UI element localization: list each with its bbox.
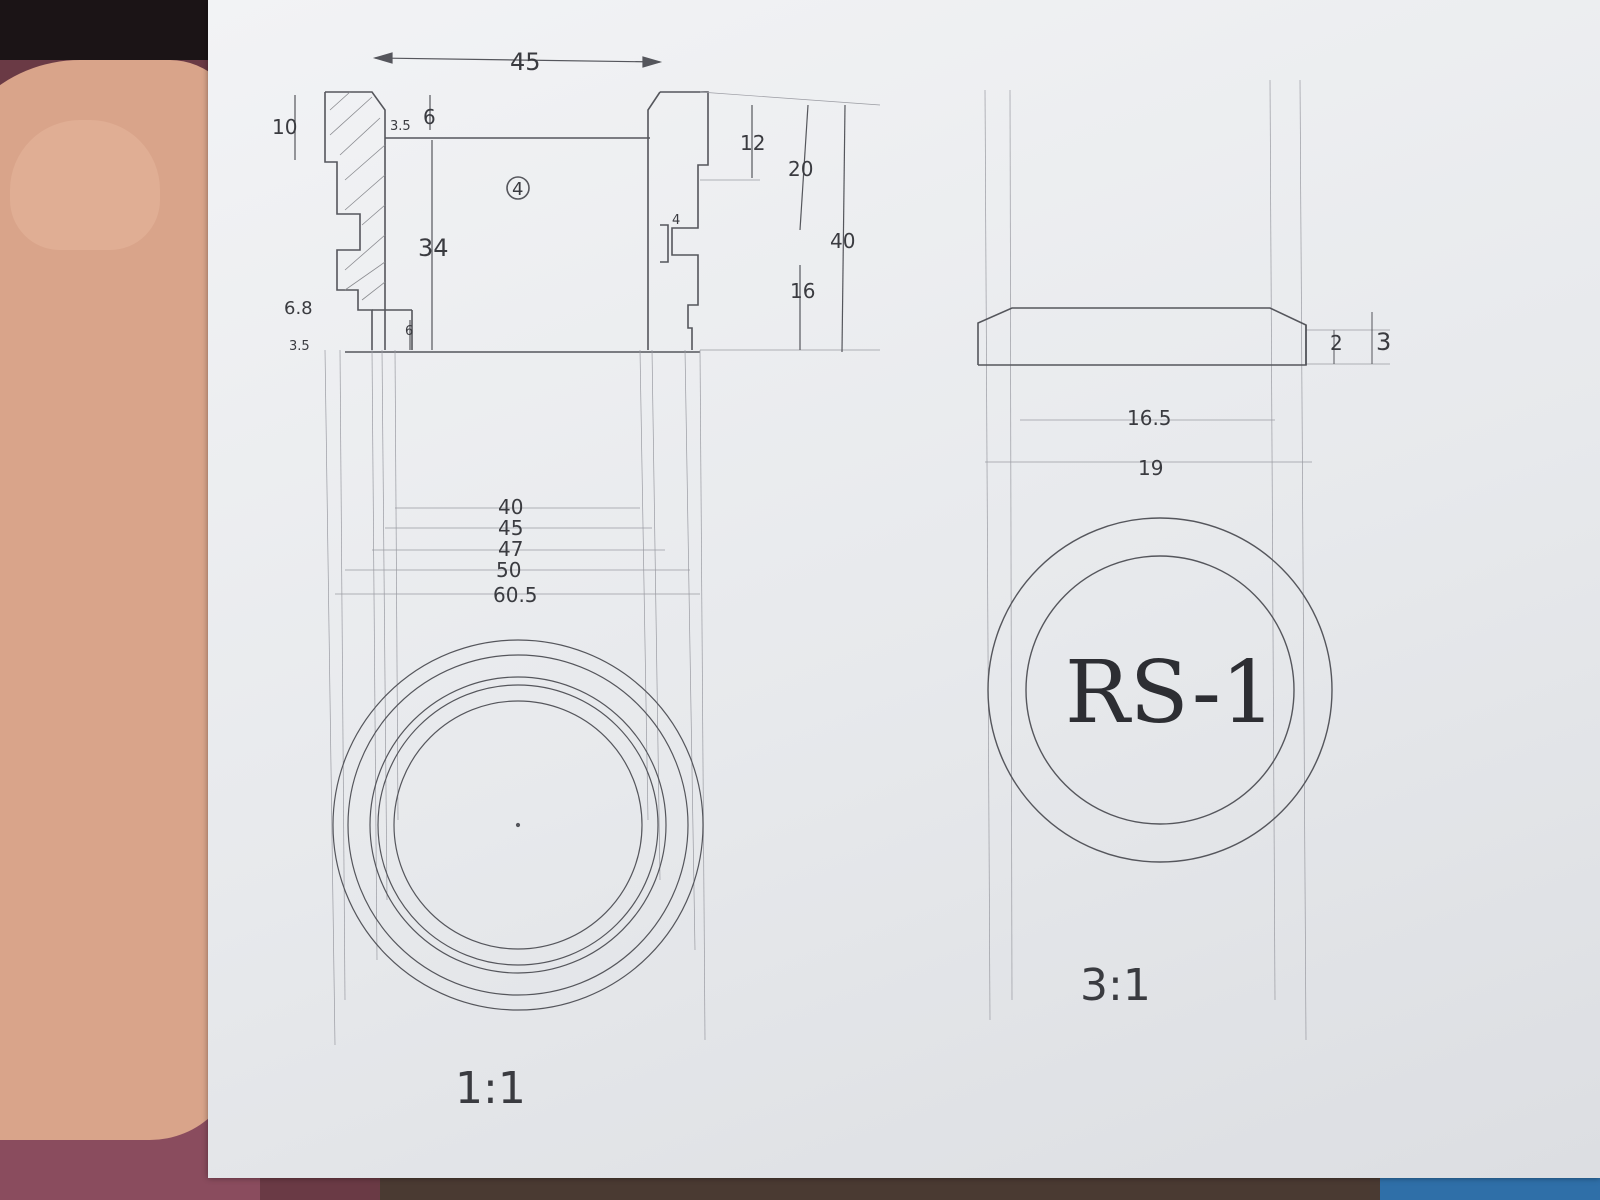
diameter-label: 40 — [498, 495, 523, 519]
dim-outer-diameter: 19 — [1138, 456, 1163, 480]
left-wall-outer — [324, 92, 373, 350]
dim-lower-step: 6.8 — [284, 298, 313, 319]
part-number: 4 — [512, 179, 523, 200]
dim-base-step: 3.5 — [289, 339, 310, 354]
technical-drawing: 45 10 3.5 6 4 34 12 20 4 40 16 6.8 3.5 6… — [272, 48, 1391, 1114]
outer-circle — [987, 517, 1333, 863]
diameter-labels: 40 45 47 50 60.5 — [493, 495, 538, 607]
engraving-text: RS-1 — [1065, 643, 1276, 743]
dim-chamfer-depth: 6 — [423, 105, 436, 129]
main-view-labels: 45 10 3.5 6 4 34 12 20 4 40 16 6.8 3.5 6 — [272, 48, 855, 354]
circle-40 — [393, 700, 643, 950]
dim-base-chamfer: 6 — [405, 324, 413, 339]
dim-total-height: 40 — [830, 229, 855, 253]
section-hatching — [329, 91, 386, 301]
right-wall-inner — [647, 91, 661, 350]
dim-groove-depth: 12 — [740, 131, 765, 155]
center-point — [515, 822, 521, 828]
diameter-label: 60.5 — [493, 583, 538, 607]
dim-inner-height: 2 — [1330, 331, 1343, 355]
detail-labels: 2 3 16.5 19 — [1127, 328, 1391, 480]
holding-hand — [0, 60, 240, 1140]
dim-outer-height: 3 — [1376, 328, 1391, 356]
drawing-paper: 45 10 3.5 6 4 34 12 20 4 40 16 6.8 3.5 6… — [208, 0, 1600, 1178]
diameter-label: 45 — [498, 516, 523, 540]
dim-chamfer: 3.5 — [390, 119, 411, 134]
construction-lines — [324, 79, 1390, 1046]
dim-upper-height: 20 — [788, 157, 813, 181]
scale-label-main: 1:1 — [455, 1063, 526, 1114]
thumb — [10, 120, 160, 250]
main-view-outline — [324, 91, 709, 353]
circle-47 — [369, 676, 667, 974]
right-slot — [660, 224, 669, 263]
detail-side-view — [977, 307, 1307, 366]
main-top-view — [332, 639, 704, 1011]
left-wall-inner — [325, 91, 386, 350]
part-number-circle — [506, 176, 530, 200]
dimension-lines — [294, 52, 846, 353]
dim-inner-diameter: 16.5 — [1127, 406, 1172, 430]
circle-50 — [347, 654, 689, 996]
dim-top-height: 10 — [272, 115, 297, 139]
circle-60-5 — [332, 639, 704, 1011]
dim-slot-width: 4 — [672, 213, 680, 228]
detail-dim-lines — [1333, 312, 1373, 364]
detail-top-view — [987, 517, 1333, 863]
diameter-label: 50 — [496, 558, 521, 582]
dim-bore-depth: 34 — [418, 234, 449, 262]
dim-lower-height: 16 — [790, 279, 815, 303]
inner-circle — [1025, 555, 1295, 825]
diameter-label: 47 — [498, 537, 523, 561]
cap-profile — [977, 307, 1307, 366]
scale-label-detail: 3:1 — [1080, 960, 1151, 1011]
dim-overall-width: 45 — [510, 48, 541, 76]
circle-45 — [377, 684, 659, 966]
right-wall-outer — [660, 91, 709, 350]
